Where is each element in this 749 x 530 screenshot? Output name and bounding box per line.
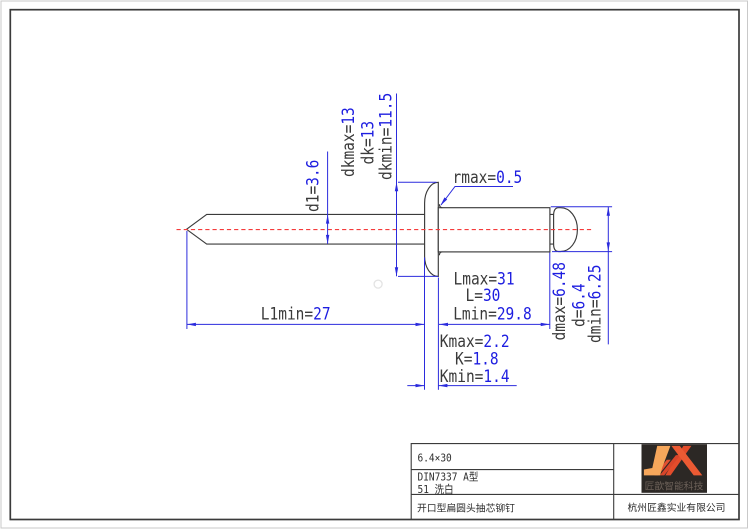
dim-label-d: d=6.4 [570, 283, 589, 327]
dim-label-dmax: dmax=6.48 [550, 262, 569, 341]
dim-label-d1: d1=3.6 [304, 160, 323, 212]
dim-label-Kmin: Kmin=1.4 [440, 367, 510, 386]
arrow-icon [415, 383, 425, 388]
arrow-icon [606, 242, 610, 252]
dimension-dk: dkmax=13 dk=13 dkmin=11.5 [339, 93, 438, 277]
arrow-icon [540, 322, 550, 327]
title-finish: 51 洗白 [418, 482, 454, 496]
arrow-icon [440, 197, 448, 206]
arrow-icon [439, 322, 448, 327]
dim-label-K: K=1.8 [455, 350, 499, 369]
watermark-circle [373, 279, 383, 289]
logo-x-stroke [671, 445, 703, 476]
dim-label-Lmax: Lmax=31 [454, 270, 515, 289]
dim-label-dmin: dmin=6.25 [586, 264, 605, 343]
dim-label-Kmax: Kmax=2.2 [440, 332, 510, 351]
title-size: 6.4×30 [418, 453, 452, 465]
dim-label-dkmin: dkmin=11.5 [377, 93, 396, 180]
arrow-icon [186, 322, 196, 327]
dim-label-Lmin: Lmin=29.8 [453, 304, 532, 323]
arrow-icon [438, 383, 448, 388]
dim-label-dkmax: dkmax=13 [339, 107, 358, 177]
arrow-icon [394, 182, 399, 192]
dimension-d: dmax=6.48 d=6.4 dmin=6.25 [550, 206, 613, 345]
sheet-frame [9, 8, 740, 521]
dimension-d1: d1=3.6 [304, 151, 330, 244]
dimension-L: Lmax=31 L=30 Lmin=29.8 [439, 252, 551, 329]
logo-subtext: 匠歆智能科技 [645, 480, 704, 493]
company-logo: 匠歆智能科技 [641, 444, 707, 493]
rivet-fillet-bottom [438, 251, 443, 256]
rivet-geometry [176, 181, 592, 277]
logo-x-stroke [659, 455, 681, 476]
dimension-L1min: L1min=27 [186, 231, 425, 329]
dim-label-L: L=30 [466, 286, 501, 305]
dim-label-dk: dk=13 [359, 121, 378, 165]
title-standard: DIN7337 A型 [418, 470, 479, 484]
arrow-icon [325, 214, 330, 224]
dimension-K: Kmax=2.2 K=1.8 Kmin=1.4 [407, 257, 517, 390]
dim-label-L1min: L1min=27 [261, 305, 331, 324]
arrow-icon [415, 322, 425, 327]
leader-line [440, 186, 513, 206]
rivet-fillet-top [438, 204, 443, 209]
arrow-icon [606, 206, 610, 216]
logo-jx-mark [643, 445, 703, 476]
title-company: 杭州匠鑫实业有限公司 [628, 501, 726, 514]
title-product-name: 开口型扁圆头抽芯铆钉 [417, 501, 515, 514]
title-block: 6.4×30 DIN7337 A型 51 洗白 开口型扁圆头抽芯铆钉 杭州匠鑫实… [410, 443, 739, 520]
arrow-icon [325, 234, 330, 244]
logo-j-glyph [643, 445, 671, 476]
arrow-icon [394, 267, 399, 277]
dim-label-rmax: rmax=0.5 [453, 168, 523, 187]
dimension-rmax: rmax=0.5 [440, 168, 522, 206]
